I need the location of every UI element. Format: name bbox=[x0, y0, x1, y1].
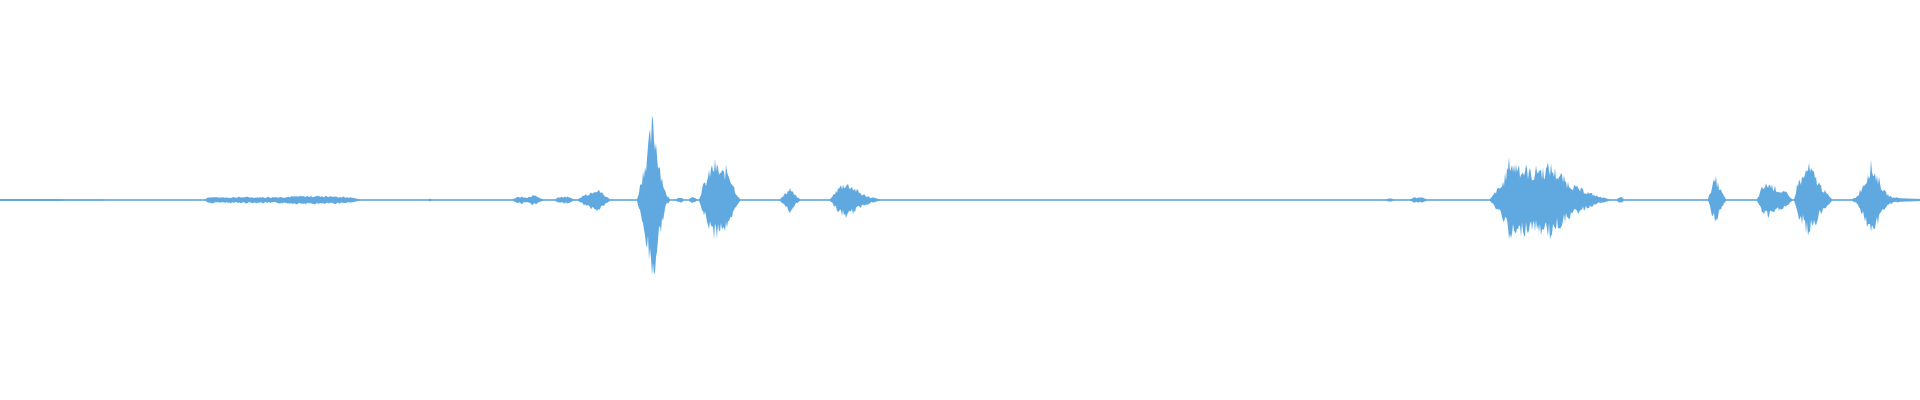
waveform-amplitude bbox=[0, 115, 1920, 276]
